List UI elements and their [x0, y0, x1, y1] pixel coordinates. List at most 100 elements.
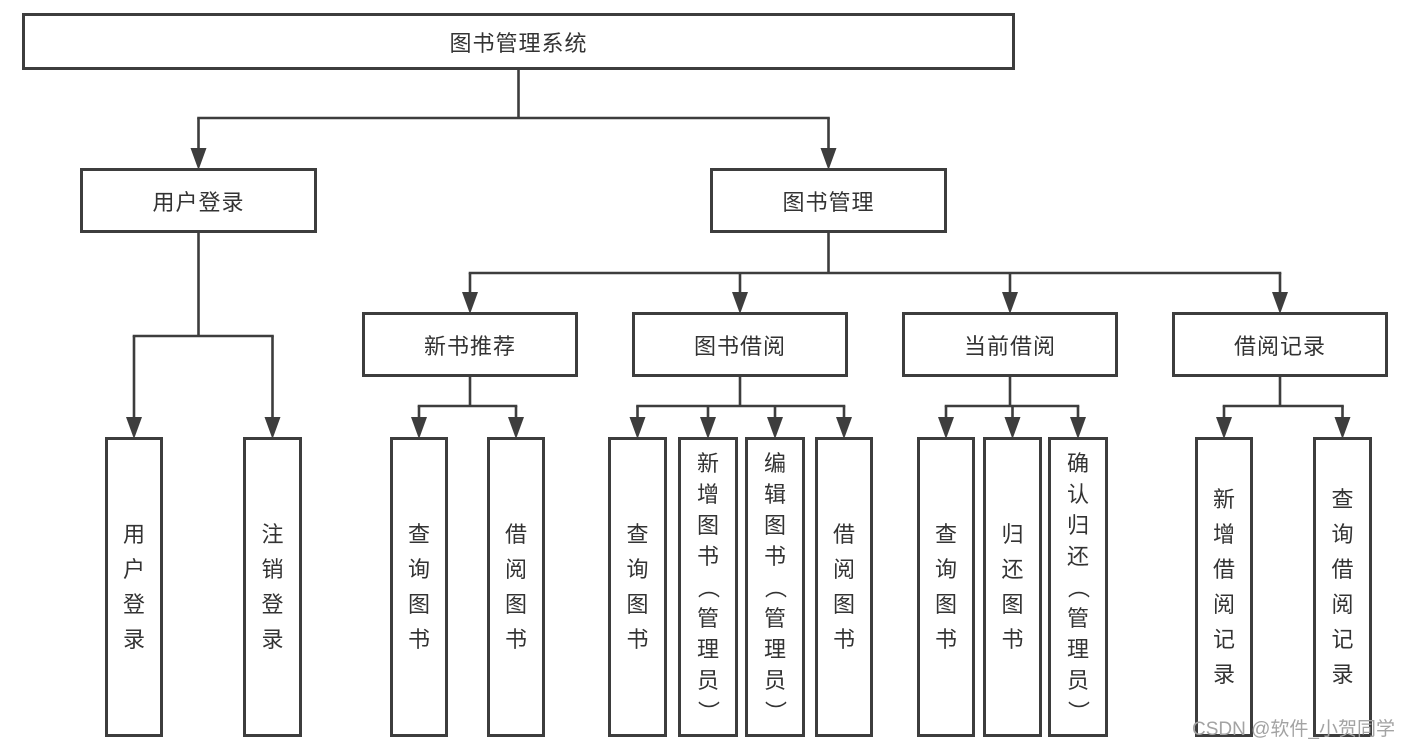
node-book-borrowing: 图书借阅 — [632, 312, 848, 377]
vertical-label-char: 增 — [696, 481, 719, 507]
arrowhead-icon — [508, 417, 524, 439]
vertical-label-char: 销 — [261, 557, 284, 582]
arrowhead-icon — [126, 417, 142, 439]
vertical-label-char: 管 — [1066, 605, 1089, 631]
vertical-label-char: 阅 — [832, 557, 855, 582]
node-leaf-recommend-query-books: 查询图书 — [390, 437, 448, 737]
vertical-label-char: 户 — [122, 557, 145, 582]
vertical-label-char: 记 — [1331, 627, 1354, 652]
vertical-label-char: 员 — [763, 667, 786, 693]
node-leaf-current-query-books: 查询图书 — [917, 437, 975, 737]
vertical-label-char: 图 — [696, 512, 719, 538]
arrowhead-icon — [700, 417, 716, 439]
vertical-label-char: 书 — [763, 543, 786, 569]
arrowhead-icon — [732, 292, 748, 314]
vertical-label-char: 辑 — [763, 481, 786, 507]
vertical-label-char: 阅 — [1212, 592, 1235, 617]
vertical-label-char: 询 — [1331, 522, 1354, 547]
node-borrowing-records: 借阅记录 — [1172, 312, 1388, 377]
arrowhead-icon — [1004, 417, 1021, 439]
vertical-label-char: 理 — [763, 636, 786, 662]
vertical-label-char: 录 — [261, 627, 284, 652]
arrowhead-icon — [264, 417, 281, 439]
vertical-label-char: （ — [1065, 575, 1091, 599]
vertical-label-char: 还 — [1001, 557, 1024, 582]
vertical-label-char: 书 — [1001, 627, 1024, 652]
node-leaf-borrowing-query-books: 查询图书 — [608, 437, 667, 737]
vertical-label-char: 书 — [407, 627, 430, 652]
node-leaf-current-return-books: 归还图书 — [983, 437, 1042, 737]
vertical-label-char: 理 — [696, 636, 719, 662]
vertical-label-char: 图 — [504, 592, 527, 617]
arrowhead-icon — [462, 292, 478, 314]
vertical-label-char: 书 — [934, 627, 957, 652]
vertical-label-char: ） — [762, 699, 788, 723]
vertical-label-char: 查 — [407, 522, 430, 547]
vertical-label-char: 图 — [763, 512, 786, 538]
arrowhead-icon — [1002, 292, 1018, 314]
node-leaf-borrowing-edit-books-admin: 编辑图书（管理员） — [745, 437, 805, 737]
watermark: CSDN @软件_小贺同学 — [1192, 719, 1395, 740]
vertical-label-char: 图 — [626, 592, 649, 617]
vertical-label-char: 登 — [122, 592, 145, 617]
vertical-label-char: 询 — [934, 557, 957, 582]
vertical-label-char: 新 — [1212, 487, 1235, 512]
arrowhead-icon — [1272, 292, 1288, 314]
vertical-label-char: 用 — [122, 522, 145, 547]
vertical-label-char: 录 — [1212, 662, 1235, 687]
vertical-label-char: 书 — [832, 627, 855, 652]
vertical-label-char: 阅 — [1331, 592, 1354, 617]
vertical-label-char: 书 — [504, 627, 527, 652]
node-user-login: 用户登录 — [80, 168, 317, 233]
vertical-label-char: 借 — [1331, 557, 1354, 582]
vertical-label-char: 还 — [1066, 543, 1089, 569]
vertical-label-char: 管 — [696, 605, 719, 631]
vertical-label-char: 查 — [1331, 487, 1354, 512]
node-leaf-recommend-borrow-books: 借阅图书 — [487, 437, 545, 737]
arrowhead-icon — [820, 148, 837, 170]
node-leaf-borrowing-borrow-books: 借阅图书 — [815, 437, 873, 737]
vertical-label-char: 录 — [122, 627, 145, 652]
vertical-label-char: 理 — [1066, 636, 1089, 662]
node-current-borrowing: 当前借阅 — [902, 312, 1118, 377]
node-leaf-records-query-record: 查询借阅记录 — [1313, 437, 1372, 737]
vertical-label-char: 借 — [1212, 557, 1235, 582]
vertical-label-char: 员 — [1066, 667, 1089, 693]
vertical-label-char: 编 — [763, 450, 786, 476]
node-library-system: 图书管理系统 — [22, 13, 1015, 70]
vertical-label-char: 图 — [832, 592, 855, 617]
arrowhead-icon — [938, 417, 954, 439]
vertical-label-char: 记 — [1212, 627, 1235, 652]
arrowhead-icon — [629, 417, 646, 439]
arrowhead-icon — [1334, 417, 1351, 439]
vertical-label-char: 询 — [626, 557, 649, 582]
arrowhead-icon — [836, 417, 852, 439]
vertical-label-char: 图 — [934, 592, 957, 617]
vertical-label-char: 书 — [696, 543, 719, 569]
vertical-label-char: 查 — [934, 522, 957, 547]
node-leaf-records-add-record: 新增借阅记录 — [1195, 437, 1253, 737]
vertical-label-char: 员 — [696, 667, 719, 693]
vertical-label-char: 借 — [832, 522, 855, 547]
vertical-label-char: 询 — [407, 557, 430, 582]
vertical-label-char: 登 — [261, 592, 284, 617]
node-leaf-user-login: 用户登录 — [105, 437, 163, 737]
vertical-label-char: （ — [695, 575, 721, 599]
vertical-label-char: 确 — [1066, 450, 1089, 476]
vertical-label-char: ） — [1065, 699, 1091, 723]
node-leaf-logout-login: 注销登录 — [243, 437, 302, 737]
node-new-book-recommend: 新书推荐 — [362, 312, 578, 377]
arrowhead-icon — [767, 417, 783, 439]
arrowhead-icon — [190, 148, 207, 170]
arrowhead-icon — [1216, 417, 1232, 439]
vertical-label-char: 录 — [1331, 662, 1354, 687]
vertical-label-char: 图 — [1001, 592, 1024, 617]
vertical-label-char: 查 — [626, 522, 649, 547]
vertical-label-char: 管 — [763, 605, 786, 631]
vertical-label-char: 归 — [1066, 512, 1089, 538]
vertical-label-char: 新 — [696, 450, 719, 476]
vertical-label-char: 认 — [1066, 481, 1089, 507]
vertical-label-char: 书 — [626, 627, 649, 652]
